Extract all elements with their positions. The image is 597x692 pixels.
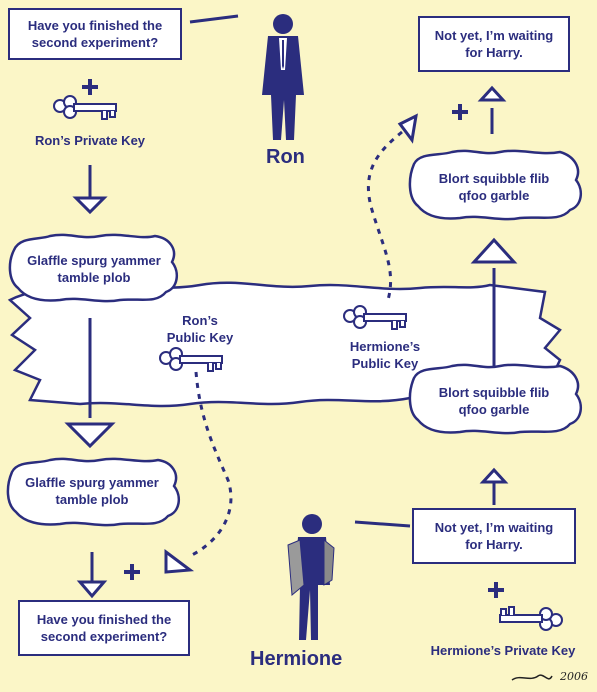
hermione-received-cloud-text: Glaffle spurg yammer tamble plob <box>25 475 159 507</box>
ron-key-path <box>189 371 233 558</box>
ron-received-cloud-text: Blort squibble flib qfoo garble <box>438 171 550 203</box>
ron-name: Ron <box>266 146 305 168</box>
ron-private-key-label: Ron’s Private Key <box>34 133 146 148</box>
ron-private-key-icon <box>53 95 117 120</box>
ron-public-key-label: Ron’s Public Key <box>166 313 234 345</box>
hermione-reply-box: Not yet, I’m waiting for Harry. <box>412 508 576 564</box>
hermione-figure <box>287 514 335 640</box>
hermione-private-key-icon <box>499 606 563 631</box>
hermione-public-key-label: Hermione’s Public Key <box>349 339 421 371</box>
ron-question-text: Have you finished the second experiment? <box>27 18 163 50</box>
hermione-question-text: Have you finished the second experiment? <box>36 612 172 644</box>
hermione-encrypted-cloud-text: Blort squibble flib qfoo garble <box>438 385 550 417</box>
signature-year: 2006 <box>560 670 588 683</box>
signature-scribble <box>511 674 553 681</box>
plus-icon <box>82 79 504 598</box>
hermione-name: Hermione <box>250 648 343 670</box>
hermione-speech-line <box>354 520 411 528</box>
hermione-private-key-label: Hermione’s Private Key <box>430 643 576 658</box>
ron-question-box: Have you finished the second experiment? <box>8 8 182 60</box>
ron-encrypted-cloud-text: Glaffle spurg yammer tamble plob <box>27 253 161 285</box>
hermione-encrypted-cloud-shape <box>408 363 583 435</box>
ron-speech-line <box>189 14 239 24</box>
hermione-question-box: Have you finished the second experiment? <box>18 600 190 656</box>
ron-reply-text: Not yet, I’m waiting for Harry. <box>434 28 554 60</box>
hermione-key-path <box>366 130 403 301</box>
ron-received-cloud-shape <box>408 149 583 221</box>
hermione-received-cloud-shape <box>6 457 181 527</box>
ron-figure <box>262 14 304 140</box>
ron-encrypted-cloud-shape <box>8 233 179 303</box>
flow-arrows <box>64 85 518 599</box>
hermione-reply-text: Not yet, I’m waiting for Harry. <box>434 520 554 552</box>
ron-reply-box: Not yet, I’m waiting for Harry. <box>418 16 570 72</box>
